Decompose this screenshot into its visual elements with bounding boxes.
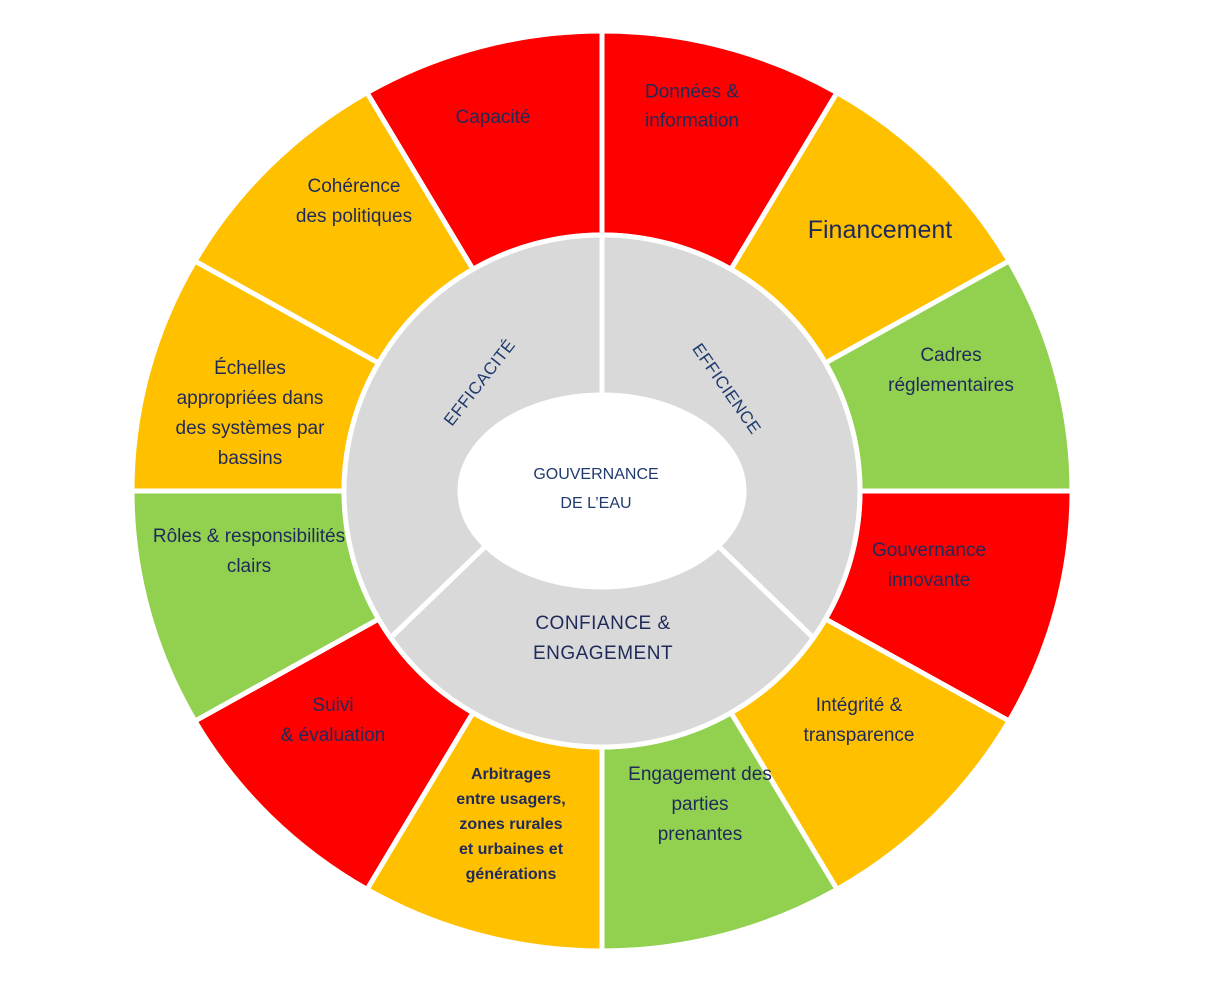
- center-title: GOUVERNANCE DE L’EAU: [533, 466, 658, 512]
- label-financement: Financement: [808, 216, 953, 244]
- label-roles-line: Rôles & responsibilités: [153, 526, 345, 547]
- label-arbitrages-line: zones rurales: [459, 816, 562, 833]
- label-cadres-line: réglementaires: [888, 375, 1014, 396]
- label-echelles-line: appropriées dans: [177, 388, 324, 409]
- label-integrite: Intégrité & transparence: [804, 695, 915, 746]
- label-echelles-line: bassins: [218, 448, 282, 469]
- label-arbitrages-line: et urbaines et: [459, 841, 564, 858]
- label-coherence-line: Cohérence: [308, 176, 401, 197]
- label-arbitrages-line: entre usagers,: [456, 791, 565, 808]
- label-engagement-parties: Engagement des parties prenantes: [628, 764, 772, 845]
- label-financement-line: Financement: [808, 216, 953, 244]
- label-coherence-line: des politiques: [296, 206, 412, 227]
- center-title-line: GOUVERNANCE: [533, 466, 658, 483]
- label-integrite-line: transparence: [804, 725, 915, 746]
- label-roles-line: clairs: [227, 556, 271, 577]
- label-gouvernance-innovante: Gouvernance innovante: [872, 540, 986, 591]
- label-echelles: Échelles appropriées dans des systèmes par…: [176, 358, 326, 469]
- label-integrite-line: Intégrité &: [816, 695, 903, 716]
- label-roles: Rôles & responsibilités clairs: [153, 526, 345, 577]
- center-title-line: DE L’EAU: [560, 495, 631, 512]
- label-engagement-parties-line: Engagement des: [628, 764, 772, 785]
- label-donnees: Données & information: [645, 82, 739, 132]
- outer-ring: [129, 28, 1075, 954]
- label-arbitrages-line: Arbitrages: [471, 766, 551, 783]
- label-cadres-line: Cadres: [920, 345, 981, 366]
- label-capacite: Capacité: [456, 107, 531, 128]
- label-echelles-line: des systèmes par: [176, 418, 326, 439]
- middle-ring: [341, 232, 863, 750]
- label-coherence: Cohérence des politiques: [296, 176, 412, 227]
- label-suivi-line: Suivi: [312, 695, 353, 716]
- label-cadres: Cadres réglementaires: [888, 345, 1014, 396]
- label-suivi-line: & évaluation: [281, 725, 386, 746]
- label-engagement-parties-line: parties: [671, 794, 728, 815]
- label-donnees-line: information: [645, 111, 739, 132]
- label-donnees-line: Données &: [645, 82, 739, 103]
- ring-confiance: [387, 542, 817, 750]
- center-ellipse: [460, 395, 744, 587]
- label-engagement-parties-line: prenantes: [658, 824, 743, 845]
- label-suivi: Suivi & évaluation: [281, 695, 386, 746]
- label-confiance: CONFIANCE & ENGAGEMENT: [533, 613, 673, 664]
- label-arbitrages: Arbitrages entre usagers, zones rurales et …: [456, 766, 565, 883]
- label-echelles-line: Échelles: [214, 358, 286, 379]
- label-arbitrages-line: générations: [466, 866, 557, 883]
- label-gouvernance-innovante-line: innovante: [888, 570, 970, 591]
- label-gouvernance-innovante-line: Gouvernance: [872, 540, 986, 561]
- label-confiance-line: CONFIANCE &: [535, 613, 670, 634]
- label-capacite-line: Capacité: [456, 107, 531, 128]
- label-confiance-line: ENGAGEMENT: [533, 643, 673, 664]
